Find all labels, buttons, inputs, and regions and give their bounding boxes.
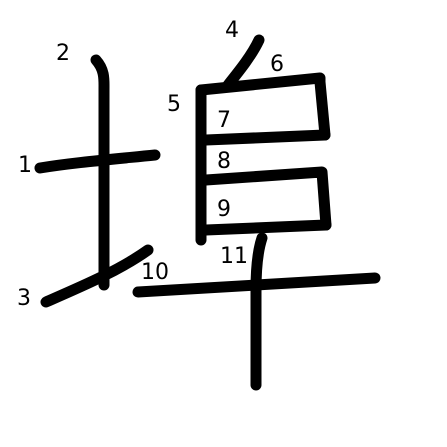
stroke-number-10: 10: [141, 260, 169, 285]
stroke-3: [40, 244, 154, 308]
stroke-7: [200, 129, 331, 146]
stroke-number-5: 5: [167, 92, 181, 117]
stroke-9: [200, 219, 332, 236]
stroke-number-9: 9: [217, 197, 231, 222]
stroke-6: [195, 72, 331, 141]
stroke-number-2: 2: [56, 41, 70, 66]
stroke-number-4: 4: [225, 18, 239, 43]
stroke-number-11: 11: [220, 244, 248, 269]
stroke-number-8: 8: [217, 149, 231, 174]
stroke-2: [90, 54, 110, 291]
stroke-number-7: 7: [217, 108, 231, 133]
stroke-4: [222, 34, 265, 91]
stroke-number-6: 6: [270, 52, 284, 77]
stroke-8: [200, 166, 332, 231]
stroke-11: [250, 232, 268, 391]
stroke-number-3: 3: [17, 286, 31, 311]
stroke-1: [34, 149, 161, 174]
strokes: [34, 34, 381, 391]
stroke-numbers: 1 2 3 4 5 6 7 8 9 10 11: [17, 18, 284, 311]
stroke-number-1: 1: [18, 153, 32, 178]
